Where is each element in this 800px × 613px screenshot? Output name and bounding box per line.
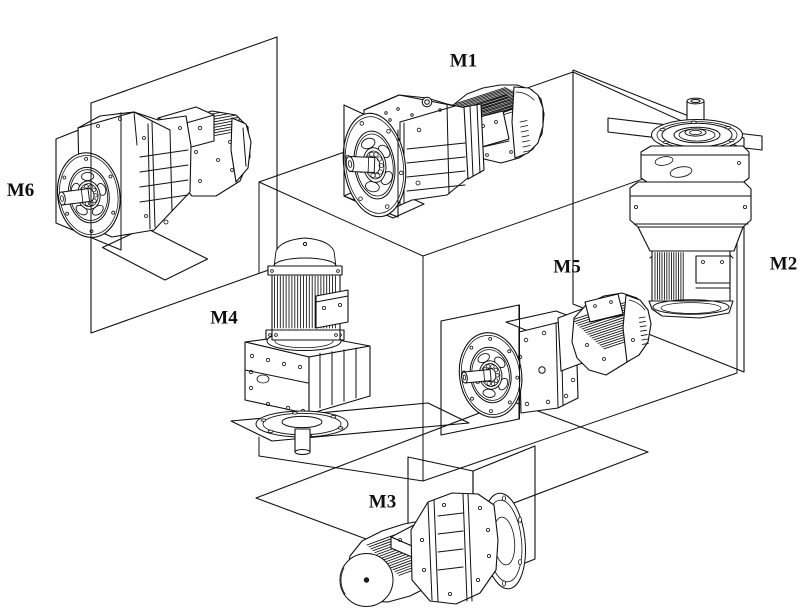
svg-text:M3: M3: [369, 492, 396, 513]
svg-text:M4: M4: [210, 308, 238, 329]
svg-text:M5: M5: [553, 257, 580, 278]
svg-text:M1: M1: [450, 51, 477, 72]
svg-text:M2: M2: [770, 254, 797, 275]
svg-text:M6: M6: [7, 180, 34, 201]
